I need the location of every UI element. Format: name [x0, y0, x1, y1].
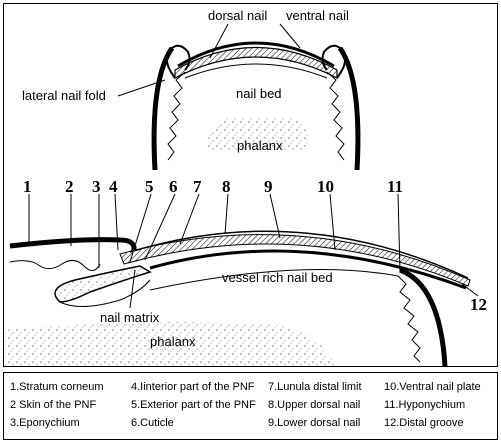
legend-item-4: 4.Iinterior part of the PNF: [131, 381, 255, 393]
legend-item-11: 11.Hyponychium: [384, 399, 466, 411]
leader-7: [179, 193, 200, 245]
cross-left-fold-outer: [151, 46, 175, 171]
long-hyponychium: [399, 267, 448, 367]
legend-item-12: 12.Distal groove: [384, 417, 464, 429]
leader-5: [129, 193, 152, 263]
leader-11: [397, 193, 401, 273]
cross-dorsal-layer: [177, 41, 335, 68]
leader-8: [224, 193, 229, 235]
legend-item-7: 7.Lunula distal limit: [268, 381, 362, 393]
long-nail-upper: [129, 230, 469, 279]
longitudinal-section: [5, 193, 479, 367]
legend-item-1: 1.Stratum corneum: [10, 381, 104, 393]
number-1: 1: [23, 177, 32, 196]
number-11: 11: [387, 177, 403, 196]
number-9: 9: [264, 177, 273, 196]
long-hyponychium-ridges: [397, 275, 421, 363]
legend-box: 1.Stratum corneum 2 Skin of the PNF 3.Ep…: [3, 372, 498, 440]
label-nail-bed: nail bed: [236, 86, 282, 101]
legend-item-2: 2 Skin of the PNF: [10, 399, 97, 411]
legend-item-6: 6.Cuticle: [131, 417, 174, 429]
number-12: 12: [470, 295, 487, 314]
leader-6: [144, 193, 176, 261]
label-vessel-rich-nail-bed: vessel rich nail bed: [222, 270, 333, 285]
leader-12: [461, 283, 479, 297]
number-10: 10: [317, 177, 334, 196]
long-phalanx: [5, 322, 335, 366]
number-6: 6: [169, 177, 178, 196]
legend-column-3: 7.Lunula distal limit 8.Upper dorsal nai…: [268, 378, 362, 432]
number-7: 7: [193, 177, 202, 196]
cross-right-fold-outer: [337, 46, 361, 171]
long-ventral-plate: [149, 249, 467, 290]
legend-item-9: 9.Lower dorsal nail: [268, 417, 361, 429]
cross-phalanx: [207, 118, 309, 150]
leader-lateral-fold: [117, 79, 166, 97]
cross-left-ridges: [167, 71, 186, 161]
legend-item-8: 8.Upper dorsal nail: [268, 399, 361, 411]
leader-4: [114, 193, 119, 251]
long-matrix-curve: [59, 279, 151, 307]
long-bed-underside: [149, 269, 399, 291]
nail-anatomy-diagram: dorsal nail ventral nail lateral nail fo…: [5, 8, 487, 367]
cross-bed-underside: [184, 63, 328, 79]
number-8: 8: [222, 177, 231, 196]
number-2: 2: [65, 177, 74, 196]
long-matrix: [54, 265, 152, 303]
legend-item-5: 5.Exterior part of the PNF: [131, 399, 256, 411]
cross-section: [117, 23, 361, 171]
label-lateral-nail-fold: lateral nail fold: [22, 88, 106, 103]
label-dorsal-nail: dorsal nail: [208, 8, 267, 23]
number-5: 5: [145, 177, 154, 196]
leader-dorsal-nail: [209, 23, 229, 59]
leader-ventral-nail: [279, 23, 301, 49]
label-phalanx-bottom: phalanx: [150, 334, 196, 349]
label-nail-matrix: nail matrix: [100, 310, 160, 325]
legend-column-1: 1.Stratum corneum 2 Skin of the PNF 3.Ep…: [10, 378, 104, 432]
long-stratum-corneum: [9, 237, 137, 260]
label-ventral-nail: ventral nail: [286, 8, 349, 23]
label-phalanx-top: phalanx: [237, 138, 283, 153]
leader-9: [269, 193, 281, 239]
legend-column-2: 4.Iinterior part of the PNF 5.Exterior p…: [131, 378, 256, 432]
leader-10: [329, 193, 336, 251]
long-pnf-skin: [9, 260, 101, 271]
number-3: 3: [92, 177, 101, 196]
leader-nail-matrix: [129, 269, 136, 309]
legend-item-3: 3.Eponychium: [10, 417, 80, 429]
cross-right-ridges: [326, 71, 345, 161]
number-4: 4: [109, 177, 118, 196]
legend-item-10: 10.Ventral nail plate: [384, 381, 481, 393]
legend-column-4: 10.Ventral nail plate 11.Hyponychium 12.…: [384, 378, 481, 432]
